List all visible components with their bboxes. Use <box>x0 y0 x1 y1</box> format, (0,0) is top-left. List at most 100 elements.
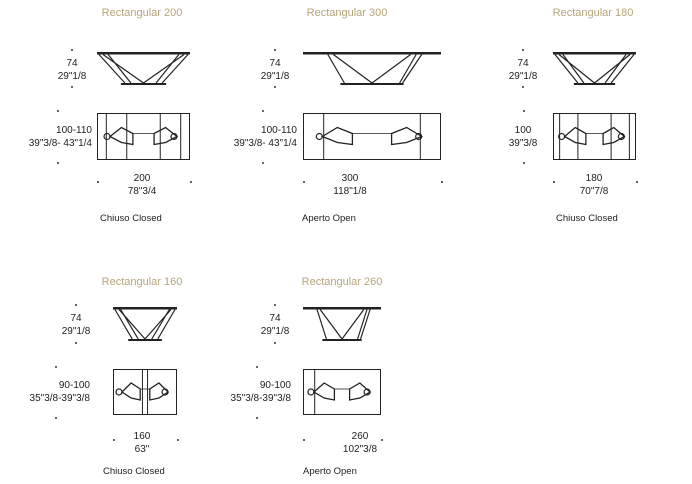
leg-foot <box>103 132 111 141</box>
tabletop-outline <box>553 113 636 160</box>
width-inches: 78"3/4 <box>127 186 157 197</box>
dimension-marker <box>274 49 276 51</box>
leg-frame-plan <box>120 382 141 401</box>
dimension-marker <box>274 342 276 344</box>
tabletop-outline <box>97 113 190 160</box>
width-inches: 63" <box>134 444 150 455</box>
depth-inches: 35"3/8-39"3/8 <box>29 393 90 404</box>
height-dimension: 74 29"1/8 <box>46 312 106 338</box>
leg-frame-plan <box>149 382 170 401</box>
tabletop <box>97 52 190 55</box>
base <box>322 339 362 341</box>
table-leg <box>610 54 635 84</box>
height-dimension: 74 29"1/8 <box>245 57 305 83</box>
top-plan-drawing <box>97 113 190 160</box>
width-cm: 300 <box>341 173 359 184</box>
table-leg <box>594 54 631 84</box>
leg-frame-plan <box>390 126 424 146</box>
dimension-marker <box>75 342 77 344</box>
dimension-marker <box>55 366 57 368</box>
table-leg <box>151 309 170 340</box>
height-inches: 29"1/8 <box>57 71 87 82</box>
side-elevation-drawing <box>97 52 190 85</box>
dimension-marker <box>256 366 258 368</box>
table-leg <box>114 309 133 340</box>
tabletop-outline <box>303 113 441 160</box>
panel-title: Rectangular 180 <box>552 7 634 19</box>
leg-foot <box>363 388 371 396</box>
tabletop-outline <box>303 369 381 415</box>
table-leg <box>371 54 411 84</box>
leg-foot <box>415 132 423 141</box>
depth-inches: 39"3/8- 43"1/4 <box>233 137 297 149</box>
panel-title: Rectangular 160 <box>101 276 183 288</box>
height-dimension: 74 29"1/8 <box>493 57 553 83</box>
table-leg <box>319 309 343 340</box>
configuration-label: Chiuso Closed <box>100 213 162 224</box>
height-inches: 29"1/8 <box>61 326 91 337</box>
table-leg <box>316 309 327 340</box>
configuration-label: Aperto Open <box>303 466 357 477</box>
dimension-marker <box>57 110 59 112</box>
depth-inches: 39"3/8- 43"1/4 <box>28 137 92 149</box>
table-leg <box>357 309 368 340</box>
top-plan-drawing <box>303 369 381 415</box>
table-leg <box>155 54 180 84</box>
table-leg <box>399 54 417 84</box>
height-inches: 29"1/8 <box>260 326 290 337</box>
side-elevation-drawing <box>303 52 441 85</box>
height-cm: 74 <box>66 58 78 69</box>
base <box>573 83 616 85</box>
leg-foot <box>558 132 566 141</box>
table-leg <box>341 309 365 340</box>
depth-cm: 100 <box>514 124 532 136</box>
leg-frame-plan <box>348 382 372 401</box>
panel-title: Rectangular 300 <box>306 7 388 19</box>
table-leg <box>554 54 579 84</box>
side-elevation-drawing <box>553 52 636 85</box>
width-inches: 118"1/8 <box>333 186 367 197</box>
table-leg <box>327 54 345 84</box>
dimension-marker <box>190 181 192 183</box>
height-inches: 29"1/8 <box>260 71 290 82</box>
dimension-marker <box>262 110 264 112</box>
table-leg <box>120 309 139 340</box>
tabletop <box>553 52 636 55</box>
tabletop <box>113 307 177 310</box>
depth-cm: 100-110 <box>56 124 92 136</box>
leg-frame-plan <box>312 382 336 401</box>
tabletop-outline <box>113 369 177 415</box>
dimension-marker <box>97 181 99 183</box>
dimension-marker <box>303 439 305 441</box>
base <box>340 83 404 85</box>
dimension-marker <box>57 162 59 164</box>
dimension-marker <box>71 49 73 51</box>
height-cm: 74 <box>517 58 529 69</box>
top-plan-drawing <box>553 113 636 160</box>
dimension-marker <box>256 417 258 419</box>
tabletop <box>303 307 381 310</box>
width-inches: 70"7/8 <box>579 186 609 197</box>
height-cm: 74 <box>70 313 82 324</box>
depth-cm: 90-100 <box>259 380 291 391</box>
dimension-marker <box>381 439 383 441</box>
leg-foot <box>170 132 178 141</box>
table-leg <box>102 54 144 84</box>
side-elevation-drawing <box>303 307 381 341</box>
depth-inches: 39"3/8 <box>508 137 538 149</box>
dimension-marker <box>274 304 276 306</box>
dimension-marker <box>553 181 555 183</box>
height-inches: 29"1/8 <box>508 71 538 82</box>
side-elevation-drawing <box>113 307 177 341</box>
leg-foot <box>115 388 123 396</box>
height-cm: 74 <box>269 58 281 69</box>
base <box>120 83 167 85</box>
width-cm: 260 <box>351 431 369 442</box>
top-plan-drawing <box>113 369 177 415</box>
dimension-marker <box>274 86 276 88</box>
